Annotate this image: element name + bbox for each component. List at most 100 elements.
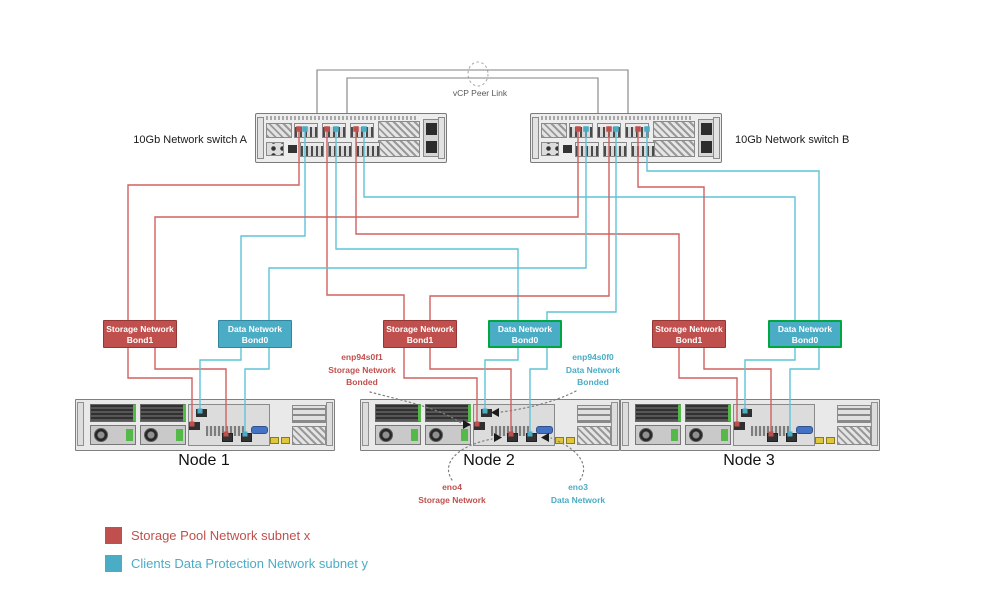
node2-storage-bonded-callout: enp94s0f1 Storage Network Bonded xyxy=(322,351,402,389)
rack-ear xyxy=(326,402,333,446)
node1-data-bond-box: Data Network Bond0 xyxy=(218,320,292,348)
bond-label-line2: Bond1 xyxy=(126,335,154,345)
bond-label-line1: Storage Network xyxy=(386,324,454,334)
callout-line: Storage Network xyxy=(328,364,396,375)
legend-swatch-data xyxy=(105,554,122,572)
usb-port xyxy=(555,437,564,444)
drive-bay xyxy=(375,404,421,422)
vga-port xyxy=(796,426,813,434)
node-label: Node 3 xyxy=(723,452,775,469)
usb-port xyxy=(270,437,279,444)
onboard-nic-port xyxy=(222,433,233,442)
fan-module xyxy=(425,425,471,445)
port-group xyxy=(356,142,380,157)
pci-slots xyxy=(292,405,326,423)
node-label: Node 2 xyxy=(463,452,515,469)
drive-bay xyxy=(635,404,681,422)
pci-data-port xyxy=(741,409,752,417)
node3-data-bond-box: Data Network Bond0 xyxy=(768,320,842,348)
port-group xyxy=(294,123,318,138)
callout-line: eno3 xyxy=(568,482,588,492)
vcp-peer-link-label: vCP Peer Link xyxy=(452,88,508,98)
grille-panel xyxy=(653,121,695,138)
vent-grille xyxy=(577,426,611,445)
vent-strip xyxy=(266,116,416,120)
vga-port xyxy=(536,426,553,434)
grille-panel xyxy=(378,140,420,157)
port-group xyxy=(625,123,649,138)
fan-module xyxy=(266,142,284,156)
legend-label-storage: Storage Pool Network subnet x xyxy=(131,527,311,543)
bond-label-line1: Data Network xyxy=(227,324,283,334)
port-group xyxy=(328,142,352,157)
switch-b-graphic xyxy=(530,113,722,163)
port-group xyxy=(322,123,346,138)
bond-label-line2: Bond1 xyxy=(406,335,434,345)
bond-label-line1: Storage Network xyxy=(655,324,723,334)
callout-line: eno4 xyxy=(442,482,462,492)
node2-eno3-callout: eno3 Data Network xyxy=(538,481,618,506)
pci-slots xyxy=(577,405,611,423)
callout-line: Storage Network xyxy=(418,494,486,505)
callout-line: Bonded xyxy=(577,377,609,387)
legend-row-data: Clients Data Protection Network subnet y xyxy=(105,554,368,572)
pci-slots xyxy=(837,405,871,423)
usb-port xyxy=(281,437,290,444)
onboard-nic-port xyxy=(526,433,537,442)
node2-storage-bond-box: Storage Network Bond1 xyxy=(383,320,457,348)
onboard-nic-port xyxy=(507,433,518,442)
fan-module xyxy=(635,425,681,445)
onboard-nic-port xyxy=(767,433,778,442)
vent-panel xyxy=(541,123,567,138)
vent-grille xyxy=(292,426,326,445)
rack-ear xyxy=(713,117,720,159)
switch-b-label: 10Gb Network switch B xyxy=(735,134,850,146)
port-group xyxy=(350,123,374,138)
pci-storage-port xyxy=(734,422,745,430)
grille-panel xyxy=(378,121,420,138)
node2-data-bonded-callout: enp94s0f0 Data Network Bonded xyxy=(553,351,633,389)
callout-line: enp94s0f0 xyxy=(572,352,614,362)
rack-ear xyxy=(362,402,369,446)
bond-label-line1: Storage Network xyxy=(106,324,174,334)
fan-module xyxy=(685,425,731,445)
callout-line: enp94s0f1 xyxy=(341,352,383,362)
vent-strip xyxy=(541,116,691,120)
power-inlets xyxy=(423,119,439,157)
bond-label-line1: Data Network xyxy=(777,324,833,334)
rack-ear xyxy=(438,117,445,159)
power-inlets xyxy=(698,119,714,157)
fan-module xyxy=(541,142,559,156)
usb-port xyxy=(815,437,824,444)
vcp-peer-link-ellipse xyxy=(467,61,489,87)
drive-bay xyxy=(140,404,186,422)
legend-label-data: Clients Data Protection Network subnet y xyxy=(131,555,368,571)
usb-port xyxy=(566,437,575,444)
server-node1-graphic xyxy=(75,399,335,451)
rack-ear xyxy=(257,117,264,159)
onboard-nic-port xyxy=(786,433,797,442)
bond-label-line2: Bond0 xyxy=(511,335,539,345)
vent-panel xyxy=(266,123,292,138)
rack-ear xyxy=(622,402,629,446)
mgmt-port xyxy=(563,145,572,153)
callout-line: Data Network xyxy=(550,494,606,505)
bond-label-line2: Bond1 xyxy=(675,335,703,345)
port-group xyxy=(300,142,324,157)
switch-a-label: 10Gb Network switch A xyxy=(133,134,247,146)
bond-label-line2: Bond0 xyxy=(241,335,269,345)
fan-module xyxy=(375,425,421,445)
switch-a-graphic xyxy=(255,113,447,163)
drive-bay xyxy=(90,404,136,422)
rack-ear xyxy=(77,402,84,446)
callout-line: Bonded xyxy=(346,377,378,387)
pci-storage-port xyxy=(474,422,485,430)
server-node3-graphic xyxy=(620,399,880,451)
drive-bay xyxy=(425,404,471,422)
mgmt-port xyxy=(288,145,297,153)
callout-line: Data Network xyxy=(565,364,621,375)
port-group xyxy=(631,142,655,157)
pci-data-port xyxy=(481,409,492,417)
pci-storage-port xyxy=(189,422,200,430)
